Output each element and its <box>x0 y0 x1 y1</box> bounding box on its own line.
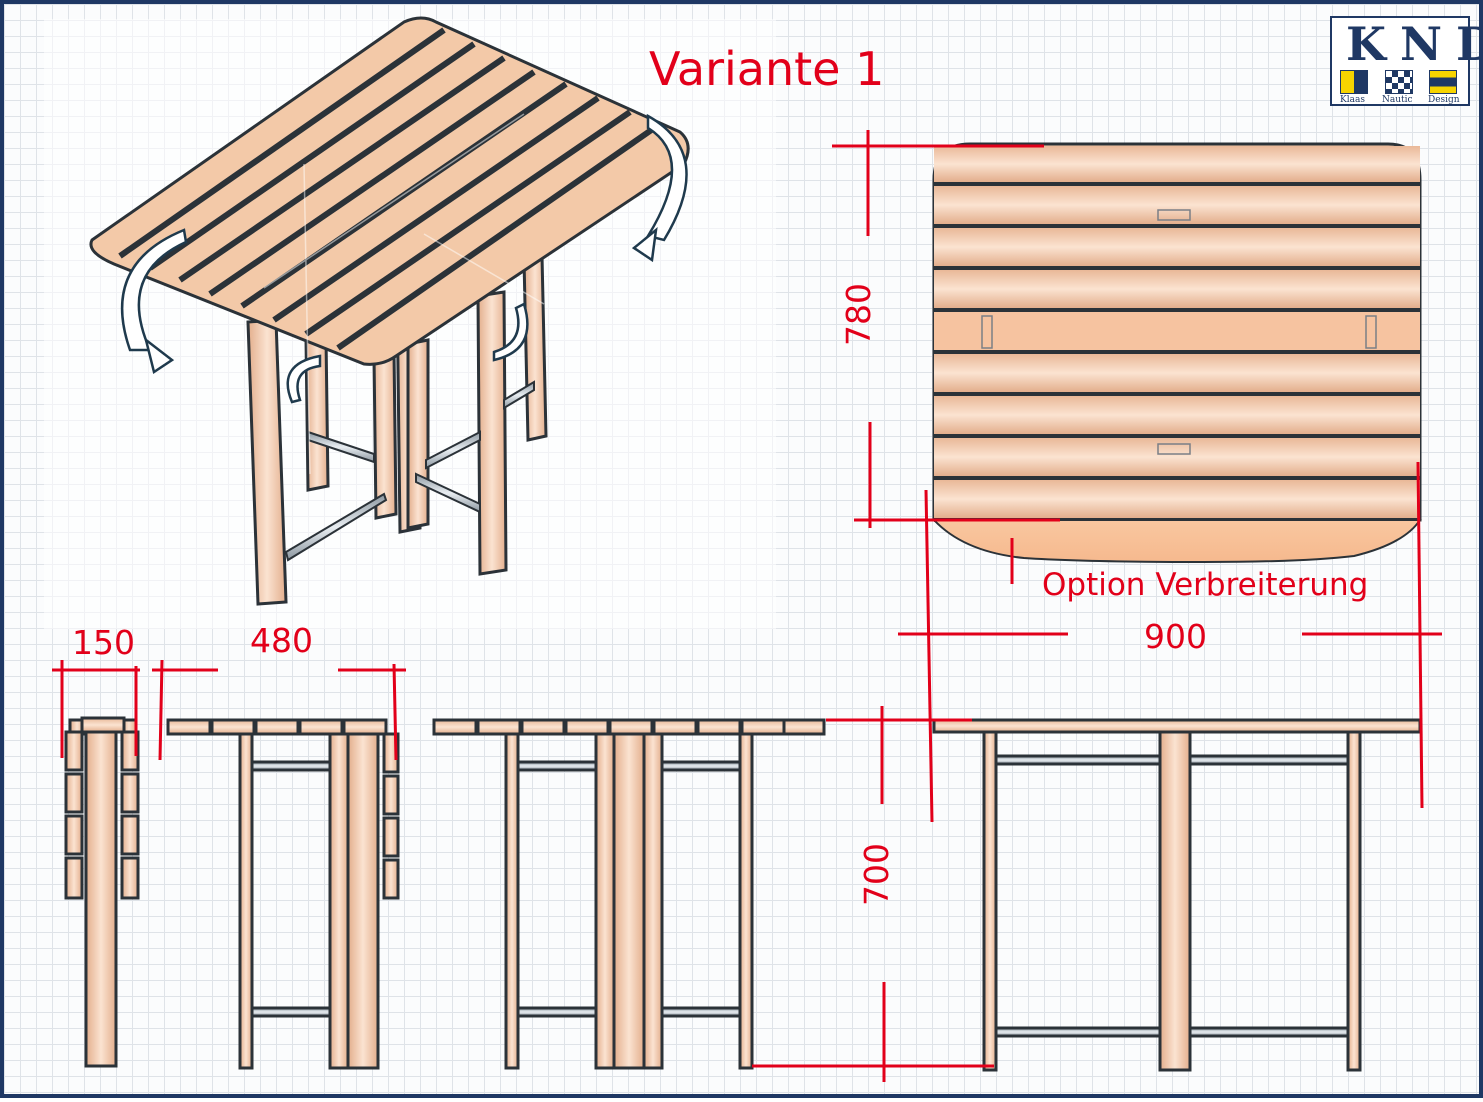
top-view-slats <box>934 146 1420 518</box>
dimension-width-top: 900 <box>1144 617 1207 656</box>
side-view <box>64 716 140 1068</box>
top-view <box>931 142 1422 564</box>
logo-word-design: Design <box>1428 95 1460 105</box>
drawing-title: Variante 1 <box>649 42 885 96</box>
option-extension <box>931 519 1422 564</box>
dimension-depth-top: 780 <box>839 283 878 346</box>
option-extension-label: Option Verbreiterung <box>1042 567 1369 603</box>
front-view-folded <box>166 718 400 1070</box>
logo-word-klaas: Klaas <box>1340 95 1365 105</box>
fold-arrow-icon <box>120 113 688 404</box>
signal-flag-k-icon <box>1340 70 1368 94</box>
logo-word-nautic: Nautic <box>1382 95 1413 105</box>
iso-crossbars <box>284 380 535 562</box>
long-side-view <box>932 718 1422 1072</box>
knd-logo: KND Klaas Nautic Design <box>1330 16 1483 106</box>
signal-flag-n-icon <box>1385 70 1413 94</box>
front-view-unfolded <box>432 718 826 1070</box>
logo-letters: KND <box>1346 17 1483 71</box>
dimension-width-front: 480 <box>250 621 313 660</box>
dimension-lines <box>52 130 1442 1082</box>
isometric-view <box>89 16 690 606</box>
dimension-height: 700 <box>857 843 896 906</box>
technical-drawing <box>52 16 1442 1082</box>
dimension-width-side: 150 <box>72 623 135 662</box>
iso-table-top <box>89 16 690 475</box>
signal-flag-d-icon <box>1429 70 1457 94</box>
